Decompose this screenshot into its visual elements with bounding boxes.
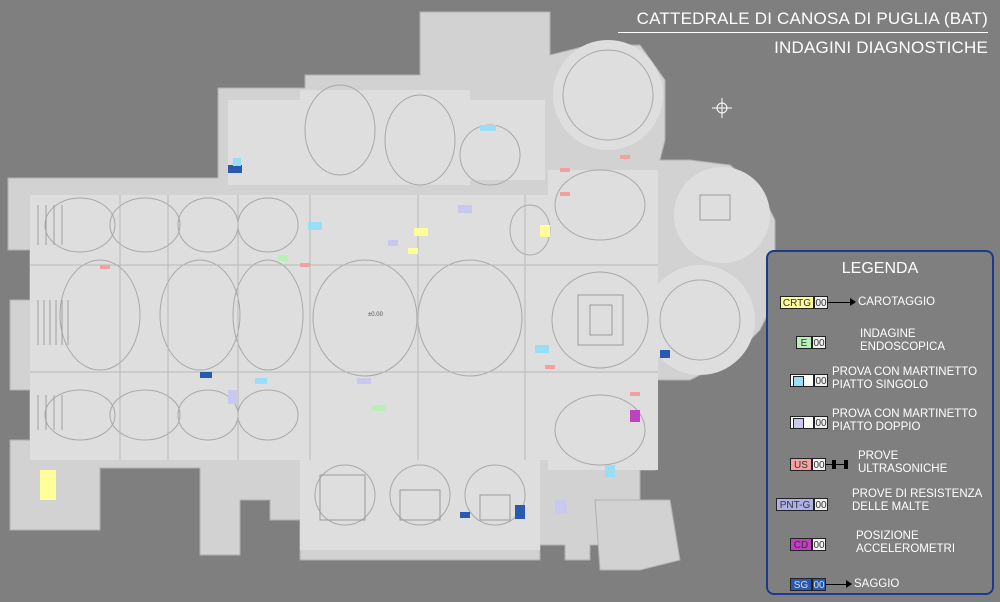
singolo-label-1: PROVA CON MARTINETTO (832, 366, 978, 378)
singolo-swatch (790, 374, 814, 387)
singolo-label-2: PIATTO SINGOLO (832, 379, 929, 391)
legend-item-carotaggio: CRTG 00 CAROTAGGIO (774, 290, 990, 320)
cd-num: 00 (812, 538, 826, 551)
doppio-num: 00 (814, 416, 828, 429)
probe-icon (832, 460, 836, 469)
sg-label: SAGGIO (854, 578, 900, 590)
us-num: 00 (812, 458, 826, 471)
legend-item-martinetto-doppio: 00 PROVA CON MARTINETTO PIATTO DOPPIO (774, 408, 990, 440)
elevation-label: ±0.00 (368, 312, 383, 318)
legend-title: LEGENDA (841, 260, 919, 277)
pntg-label-2: DELLE MALTE (852, 501, 930, 513)
arrowhead-icon (846, 580, 852, 588)
e-label-1: INDAGINE (860, 328, 916, 340)
legend-item-malte: PNT-G 00 PROVE DI RESISTENZA DELLE MALTE (774, 488, 990, 522)
doppio-swatch (790, 416, 814, 429)
arrowhead-icon (850, 298, 856, 306)
arrow-icon (826, 584, 848, 585)
drawing-subtitle: INDAGINI DIAGNOSTICHE (774, 38, 988, 57)
legend-item-endoscopica: E 00 INDAGINE ENDOSCOPICA (774, 328, 990, 360)
cd-label-2: ACCELEROMETRI (856, 543, 956, 555)
sg-swatch: SG (790, 578, 812, 591)
probe-icon (844, 460, 848, 469)
legend-item-saggio: SG 00 SAGGIO (774, 572, 990, 602)
probe-line-icon (826, 464, 848, 465)
structural-axes (30, 195, 658, 460)
doppio-label-1: PROVA CON MARTINETTO (832, 408, 978, 420)
legend-item-ultrasoniche: US 00 PROVE ULTRASONICHE (774, 450, 990, 482)
title-block: CATTEDRALE DI CANOSA DI PUGLIA (BAT) IND… (618, 8, 988, 59)
crtg-swatch: CRTG (780, 296, 814, 309)
cd-swatch: CD (790, 538, 812, 551)
e-swatch: E (796, 336, 812, 349)
entrance-stairs (37, 205, 69, 430)
crtg-label: CAROTAGGIO (858, 296, 936, 308)
pntg-swatch: PNT-G (776, 498, 814, 511)
test-markers (40, 125, 670, 519)
drawing-title: CATTEDRALE DI CANOSA DI PUGLIA (BAT) (636, 9, 988, 28)
sg-num: 00 (812, 578, 826, 591)
altar-blocks (319, 194, 731, 521)
us-swatch: US (790, 458, 812, 471)
arrow-icon (828, 302, 852, 303)
legend-item-martinetto-singolo: 00 PROVA CON MARTINETTO PIATTO SINGOLO (774, 366, 990, 398)
doppio-label-2: PIATTO DOPPIO (832, 421, 921, 433)
e-num: 00 (812, 336, 826, 349)
north-arrow-icon (712, 98, 732, 118)
pntg-label-1: PROVE DI RESISTENZA (852, 488, 983, 500)
singolo-num: 00 (814, 374, 828, 387)
legend-item-accelerometri: CD 00 POSIZIONE ACCELEROMETRI (774, 530, 990, 562)
legend-panel: LEGENDA CRTG 00 CAROTAGGIO E 00 INDAGINE… (766, 250, 994, 595)
vault-ellipses (44, 49, 741, 526)
crtg-num: 00 (814, 296, 828, 309)
title-divider (618, 32, 988, 33)
e-label-2: ENDOSCOPICA (860, 341, 945, 353)
cd-label-1: POSIZIONE (856, 530, 919, 542)
us-label-1: PROVE (858, 450, 899, 462)
us-label-2: ULTRASONICHE (858, 463, 948, 475)
pntg-num: 00 (814, 498, 828, 511)
